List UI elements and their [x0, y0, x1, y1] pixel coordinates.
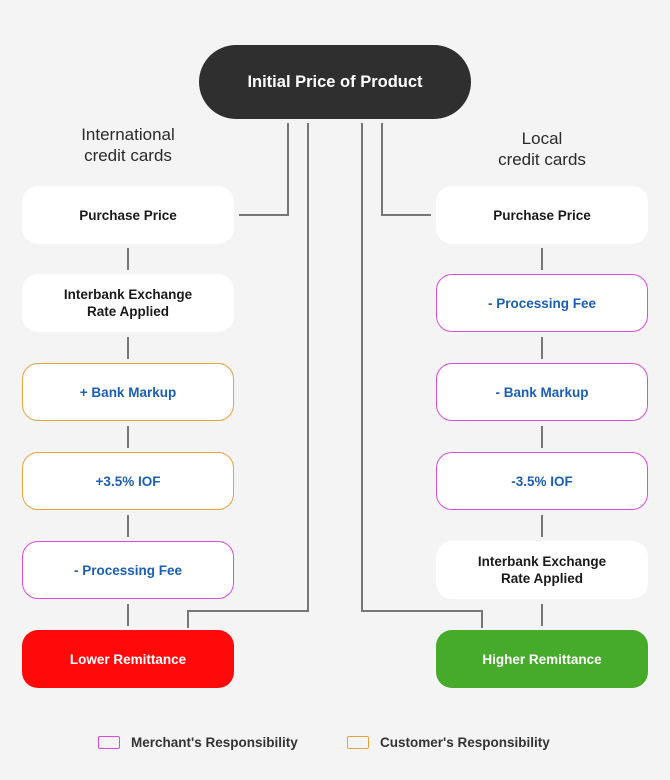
lower-remittance-label: Lower Remittance [69, 651, 187, 667]
connector-line [287, 123, 289, 216]
connector-line [381, 214, 431, 216]
right-processing-fee-label: - Processing Fee [487, 295, 597, 311]
connector-line [541, 426, 543, 448]
connector-line [127, 337, 129, 359]
right-exchange-line1: Interbank Exchange [477, 554, 607, 569]
left-exchange-rate-node: Interbank Exchange Rate Applied [22, 274, 234, 332]
left-exchange-rate-label: Interbank Exchange Rate Applied [64, 286, 192, 320]
right-purchase-price-node: Purchase Price [436, 186, 648, 244]
legend-customer-label: Customer's Responsibility [380, 735, 550, 750]
legend-merchant-swatch [98, 736, 120, 749]
left-purchase-price-node: Purchase Price [22, 186, 234, 244]
connector-line [541, 515, 543, 537]
connector-line [239, 214, 289, 216]
left-bank-markup-node: + Bank Markup [22, 363, 234, 421]
right-exchange-rate-node: Interbank Exchange Rate Applied [436, 541, 648, 599]
right-exchange-rate-label: Interbank Exchange Rate Applied [478, 553, 606, 587]
right-bank-markup-node: - Bank Markup [436, 363, 648, 421]
lower-remittance-node: Lower Remittance [22, 630, 234, 688]
right-iof-node: -3.5% IOF [436, 452, 648, 510]
connector-line [381, 123, 383, 216]
connector-line [541, 604, 543, 626]
left-purchase-price-label: Purchase Price [79, 207, 177, 223]
legend-customer-swatch [347, 736, 369, 749]
left-iof-node: +3.5% IOF [22, 452, 234, 510]
local-heading-line2: credit cards [498, 150, 586, 169]
right-exchange-line2: Rate Applied [500, 571, 583, 586]
local-heading-line1: Local [521, 129, 563, 148]
right-purchase-price-label: Purchase Price [493, 207, 591, 223]
connector-line [361, 610, 483, 612]
connector-line [187, 610, 189, 628]
connector-line [127, 515, 129, 537]
right-processing-fee-node: - Processing Fee [436, 274, 648, 332]
left-processing-fee-label: - Processing Fee [73, 562, 183, 578]
connector-line [127, 426, 129, 448]
higher-remittance-node: Higher Remittance [436, 630, 648, 688]
initial-price-label: Initial Price of Product [247, 72, 423, 91]
right-bank-markup-label: - Bank Markup [495, 384, 589, 400]
legend-merchant-label: Merchant's Responsibility [131, 735, 298, 750]
left-processing-fee-node: - Processing Fee [22, 541, 234, 599]
right-iof-label: -3.5% IOF [511, 473, 573, 489]
international-heading-line1: International [81, 125, 175, 144]
connector-line [187, 610, 309, 612]
connector-line [541, 248, 543, 270]
local-heading: Local credit cards [442, 128, 642, 170]
higher-remittance-label: Higher Remittance [482, 651, 602, 667]
left-exchange-line1: Interbank Exchange [63, 287, 193, 302]
initial-price-node: Initial Price of Product [199, 45, 471, 119]
left-iof-label: +3.5% IOF [95, 473, 161, 489]
connector-line [307, 123, 309, 612]
connector-line [127, 604, 129, 626]
connector-line [541, 337, 543, 359]
international-heading-line2: credit cards [84, 146, 172, 165]
connector-line [361, 123, 363, 612]
connector-line [481, 610, 483, 628]
left-exchange-line2: Rate Applied [86, 304, 169, 319]
left-bank-markup-label: + Bank Markup [79, 384, 177, 400]
international-heading: International credit cards [28, 124, 228, 166]
connector-line [127, 248, 129, 270]
